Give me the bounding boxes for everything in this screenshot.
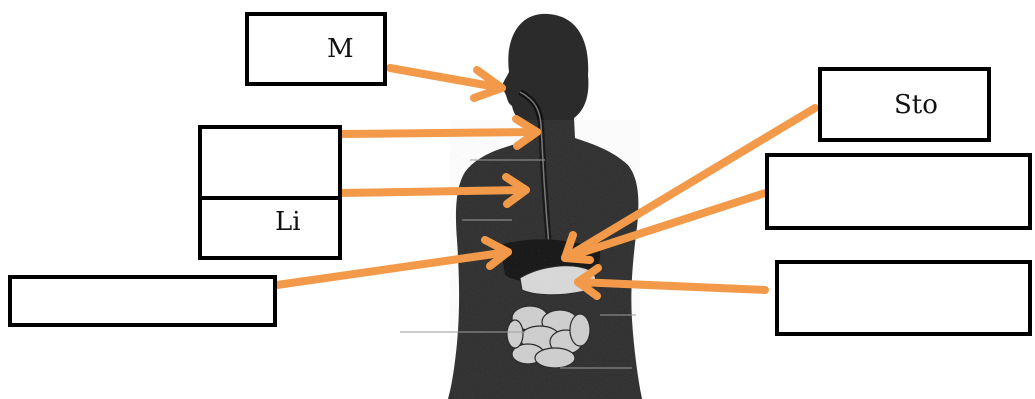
label-box-esophagus[interactable] xyxy=(198,125,342,202)
label-box-stomach-right[interactable] xyxy=(765,153,1032,230)
label-box-lower-right[interactable] xyxy=(775,260,1032,336)
human-silhouette xyxy=(400,14,642,399)
label-liver: Li xyxy=(275,207,301,237)
label-mouth: M xyxy=(327,34,354,64)
label-box-lower-left[interactable] xyxy=(8,275,277,327)
arrow-mouth xyxy=(390,68,502,98)
label-stomach: Sto xyxy=(894,90,938,120)
label-box-liver[interactable] xyxy=(198,196,342,260)
label-box-mouth[interactable] xyxy=(245,12,387,86)
